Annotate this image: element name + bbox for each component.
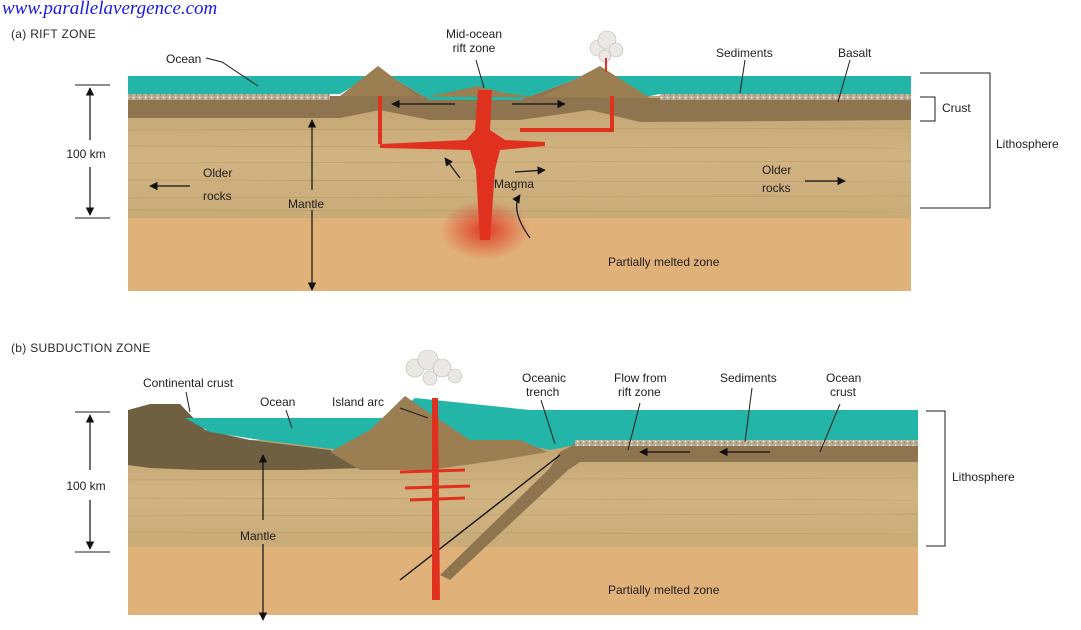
- older-rocks-left-line1: Older: [203, 166, 232, 180]
- rift-label-line2: rift zone: [453, 41, 496, 55]
- basalt-label: Basalt: [838, 46, 872, 60]
- mantle-label-b: Mantle: [240, 529, 276, 543]
- partially-melted-zone-b: [128, 545, 918, 615]
- continental-crust-label: Continental crust: [143, 376, 234, 390]
- ocean-label: Ocean: [166, 52, 201, 66]
- ocean-crust-line1: Ocean: [826, 371, 861, 385]
- volcano-smoke: [590, 31, 623, 62]
- island-arc-label: Island arc: [332, 395, 384, 409]
- magma-label: Magma: [494, 177, 534, 191]
- rift-zone-title: (a) RIFT ZONE: [11, 27, 96, 41]
- ocean-crust-line2: crust: [830, 385, 857, 399]
- depth-label: 100 km: [66, 147, 105, 161]
- crust-label: Crust: [942, 101, 971, 115]
- older-rocks-left-line2: rocks: [203, 189, 232, 203]
- volcano-smoke-b: [406, 350, 462, 385]
- older-rocks-right-line2: rocks: [762, 181, 791, 195]
- panel-subduction-zone: (b) SUBDUCTION ZONE: [11, 341, 1015, 620]
- sediment-layer-b: [575, 440, 918, 446]
- partially-melted-label-b: Partially melted zone: [608, 583, 720, 597]
- flow-label-line1: Flow from: [614, 371, 667, 385]
- panel-rift-zone: (a) RIFT ZONE: [11, 27, 1059, 291]
- depth-label-b: 100 km: [66, 479, 105, 493]
- source-url[interactable]: www.parallelavergence.com: [2, 0, 217, 19]
- sediments-label: Sediments: [716, 46, 773, 60]
- oceanic-trench-line1: Oceanic: [522, 371, 566, 385]
- older-rocks-right-line1: Older: [762, 163, 791, 177]
- partially-melted-label: Partially melted zone: [608, 255, 720, 269]
- mantle-label: Mantle: [288, 197, 324, 211]
- magma-dike-left: [378, 96, 382, 144]
- ocean-label-b: Ocean: [260, 395, 295, 409]
- sediments-label-b: Sediments: [720, 371, 777, 385]
- flow-label-line2: rift zone: [618, 385, 661, 399]
- rift-label-line1: Mid-ocean: [446, 27, 502, 41]
- lithosphere-label-b: Lithosphere: [952, 470, 1015, 484]
- subduction-zone-title: (b) SUBDUCTION ZONE: [11, 341, 151, 355]
- lithosphere-label: Lithosphere: [996, 137, 1059, 151]
- oceanic-trench-line2: trench: [526, 385, 559, 399]
